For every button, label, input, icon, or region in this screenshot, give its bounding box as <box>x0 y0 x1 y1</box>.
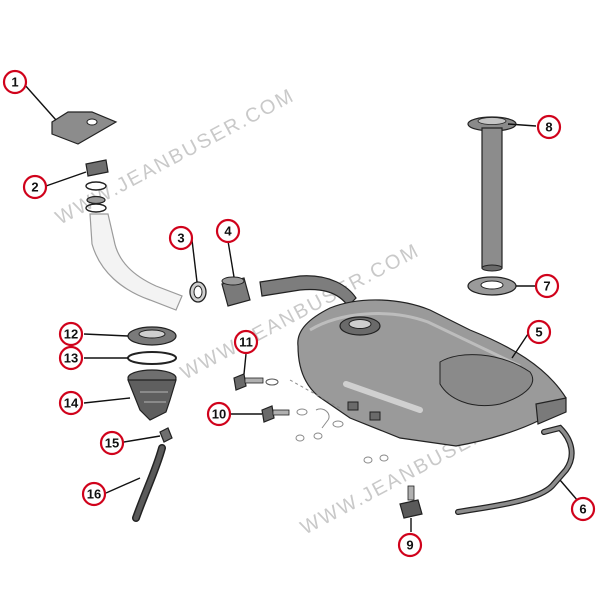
callout-10: 10 <box>206 401 232 427</box>
callout-10-number: 10 <box>212 407 226 422</box>
drain-hose-drawing <box>132 444 166 522</box>
hose-clamp-drawing <box>189 281 207 303</box>
callout-7: 7 <box>534 273 560 299</box>
tank-strap-drawing <box>455 424 575 515</box>
callout-15: 15 <box>99 430 125 456</box>
mounting-bolt-drawing <box>233 373 279 391</box>
callout-5-number: 5 <box>535 325 542 340</box>
heat-shield-plate-drawing <box>51 111 118 145</box>
callout-8-number: 8 <box>545 120 552 135</box>
callout-12: 12 <box>58 321 84 347</box>
leader-lines <box>23 83 585 532</box>
callout-4-number: 4 <box>224 224 232 239</box>
drain-fitting-drawing <box>159 427 173 443</box>
callout-14-number: 14 <box>64 396 79 411</box>
callout-6: 6 <box>570 496 596 522</box>
callout-16: 16 <box>81 481 107 507</box>
filler-neck-nut-drawing <box>127 326 177 346</box>
sender-gasket-drawing <box>467 276 517 296</box>
callout-13: 13 <box>58 345 84 371</box>
callout-2-number: 2 <box>31 180 38 195</box>
hose-sleeve-drawing <box>221 276 251 307</box>
filler-tube-drawing <box>89 213 183 311</box>
callout-5: 5 <box>526 319 552 345</box>
fuel-tank-drawing <box>259 275 567 447</box>
watermark-group: WWW.JEANBUSER.COM WWW.JEANBUSER.COM WWW.… <box>52 84 543 539</box>
callout-15-number: 15 <box>105 436 119 451</box>
callout-3: 3 <box>168 225 194 251</box>
callout-7-number: 7 <box>543 279 550 294</box>
callout-9: 9 <box>397 532 423 558</box>
strap-nut-drawing <box>399 485 423 519</box>
callout-14: 14 <box>58 390 84 416</box>
callout-16-number: 16 <box>87 487 101 502</box>
banjo-bolt-drawing <box>261 405 290 423</box>
callout-9-number: 9 <box>406 538 413 553</box>
callout-11: 11 <box>233 329 259 355</box>
callout-12-number: 12 <box>64 327 78 342</box>
rubber-boot-drawing <box>127 369 177 421</box>
callout-2: 2 <box>22 174 48 200</box>
callout-11-number: 11 <box>239 335 253 350</box>
callout-8: 8 <box>536 114 562 140</box>
small-hardware-drawing <box>289 379 389 464</box>
callout-4: 4 <box>215 218 241 244</box>
watermark-1: WWW.JEANBUSER.COM <box>52 84 298 229</box>
callout-3-number: 3 <box>177 231 184 246</box>
callout-6-number: 6 <box>579 502 586 517</box>
retaining-ring-drawing <box>127 351 177 365</box>
callout-1: 1 <box>2 69 28 95</box>
filler-cap-drawing <box>85 159 109 213</box>
callout-13-number: 13 <box>64 351 78 366</box>
fuel-gauge-sender-drawing <box>467 116 517 272</box>
callout-1-number: 1 <box>11 75 18 90</box>
